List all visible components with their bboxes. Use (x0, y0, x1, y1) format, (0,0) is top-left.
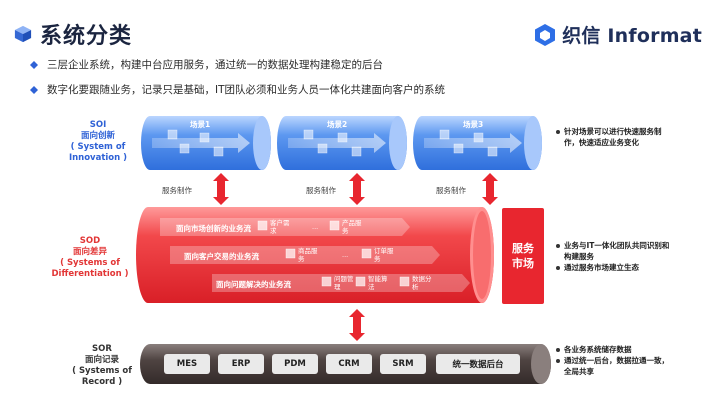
bullet-1: 三层企业系统，构建中台应用服务，通过统一的数据处理构建稳定的后台 (30, 57, 383, 72)
flow-label-2: 面向客户交易的业务流 (184, 252, 259, 261)
soi-label: SOI 面向创新 ( System of Innovation ) (48, 120, 148, 164)
double-arrow-icons (213, 173, 498, 341)
sor-cn: 面向记录 (84, 355, 119, 365)
page-title: 系统分类 (40, 24, 133, 49)
service-label-3: 服务制作 (436, 186, 466, 195)
soi-en-2: Innovation ) (68, 153, 128, 163)
sor-en-1: ( Systems of (72, 366, 132, 376)
flow-1-item-1: 客户需求 (270, 219, 290, 235)
service-label-1: 服务制作 (162, 186, 192, 195)
soi-cn: 面向创新 (80, 131, 115, 141)
flow-3-item-1: 问题管理 (334, 275, 354, 291)
flow-1-item-3: 产品服务 (342, 219, 362, 235)
soi-abbr: SOI (89, 120, 107, 130)
sod-en-2: Differentiation ) (51, 269, 129, 279)
scene-cylinder-2 (277, 116, 407, 170)
system-chip-mes: MES (164, 354, 210, 374)
bullet-1-text: 三层企业系统，构建中台应用服务，通过统一的数据处理构建稳定的后台 (47, 59, 383, 71)
system-chip-erp: ERP (218, 354, 264, 374)
flow-2-item-2: ... (342, 251, 349, 259)
logo-text: 织信 Informat (562, 25, 702, 47)
flow-3-item-3: 数据分析 (412, 275, 432, 291)
service-market-box: 服务市场 (502, 208, 544, 304)
logo-icon (535, 23, 556, 46)
system-chip-srm: SRM (380, 354, 426, 374)
service-label-2: 服务制作 (306, 186, 336, 195)
soi-note-1: 针对场景可以进行快速服务制作，快速适应业务变化 (564, 127, 662, 147)
soi-note: 针对场景可以进行快速服务制作，快速适应业务变化 (556, 126, 674, 148)
brand-logo: 织信 Informat (534, 21, 702, 48)
sor-en-2: Record ) (81, 377, 123, 387)
sod-en-1: ( Systems of (60, 258, 120, 268)
scene-label-2: 场景2 (327, 120, 348, 129)
sor-note: 各业务系统储存数据 通过统一后台，数据拉通一致，全局共享 (556, 344, 674, 377)
title-row: 系统分类 (14, 20, 133, 49)
sor-abbr: SOR (92, 344, 112, 354)
sod-note-1: 业务与IT一体化团队共同识别和构建服务 (564, 241, 670, 261)
flow-1-item-2: ... (312, 223, 319, 231)
scene-label-1: 场景1 (190, 120, 211, 129)
sod-abbr: SOD (79, 236, 101, 246)
soi-en-1: ( System of (70, 142, 126, 152)
scene-label-3: 场景3 (463, 120, 484, 129)
flow-label-3: 面向问题解决的业务流 (216, 280, 291, 289)
sod-note-2: 通过服务市场建立生态 (564, 263, 639, 272)
system-chip-pdm: PDM (272, 354, 318, 374)
sor-note-1: 各业务系统储存数据 (564, 345, 632, 354)
system-chip-crm: CRM (326, 354, 372, 374)
flow-2-item-3: 订单服务 (374, 247, 394, 263)
sor-note-2: 通过统一后台，数据拉通一致，全局共享 (564, 356, 669, 376)
sor-label: SOR 面向记录 ( Systems of Record ) (52, 344, 152, 388)
flow-3-item-2: 智能算法 (368, 275, 388, 291)
sod-note: 业务与IT一体化团队共同识别和构建服务 通过服务市场建立生态 (556, 240, 674, 273)
diamond-bullet-icon (30, 85, 38, 94)
flow-2-item-1: 商品服务 (298, 247, 318, 263)
bullet-2: 数字化要跟随业务，记录只是基础，IT团队必须和业务人员一体化共建面向客户的系统 (30, 82, 445, 97)
bullet-2-text: 数字化要跟随业务，记录只是基础，IT团队必须和业务人员一体化共建面向客户的系统 (47, 84, 446, 96)
flow-label-1: 面向市场创新的业务流 (176, 224, 251, 233)
sod-label: SOD 面向差异 ( Systems of Differentiation ) (40, 236, 140, 280)
diamond-bullet-icon (30, 60, 38, 69)
sod-cn: 面向差异 (72, 247, 107, 257)
cube-icon (14, 25, 32, 43)
system-chip-unified-backend: 统一数据后台 (436, 354, 520, 374)
